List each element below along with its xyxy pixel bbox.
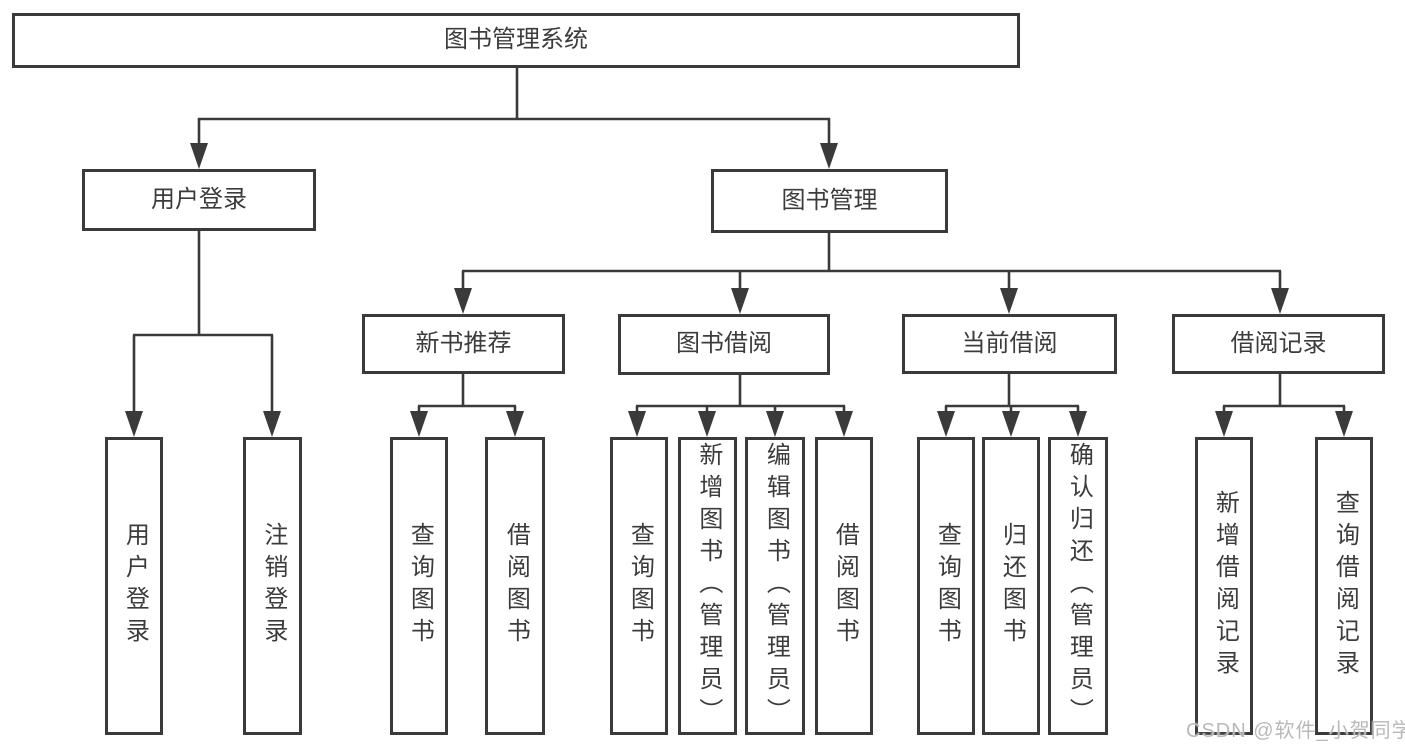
leaf-borrow-add-label: 新增图书（管理员） xyxy=(694,442,722,730)
leaf-borrow-add: 新增图书（管理员） xyxy=(678,437,737,735)
leaf-record-query: 查询借阅记录 xyxy=(1315,437,1373,735)
arrow-down-icon xyxy=(410,411,428,437)
node-new-book: 新书推荐 xyxy=(362,314,565,374)
node-book-borrow: 图书借阅 xyxy=(618,314,830,375)
node-current-borrow-label: 当前借阅 xyxy=(961,329,1058,357)
arrow-down-icon xyxy=(125,411,143,437)
node-user-login: 用户登录 xyxy=(82,169,316,231)
arrow-down-icon xyxy=(937,411,955,437)
leaf-record-add: 新增借阅记录 xyxy=(1195,437,1253,735)
node-book-mgmt: 图书管理 xyxy=(711,169,948,233)
leaf-logout: 注销登录 xyxy=(243,437,302,735)
leaf-record-query-label: 查询借阅记录 xyxy=(1331,490,1359,682)
node-current-borrow: 当前借阅 xyxy=(902,314,1117,374)
arrow-down-icon xyxy=(766,411,784,437)
leaf-user-login: 用户登录 xyxy=(105,437,163,735)
arrow-down-icon xyxy=(835,411,853,437)
node-book-mgmt-label: 图书管理 xyxy=(781,186,878,214)
leaf-borrow-edit: 编辑图书（管理员） xyxy=(745,437,805,735)
arrow-down-icon xyxy=(731,288,749,314)
node-borrow-record-label: 借阅记录 xyxy=(1230,329,1327,357)
leaf-borrow-edit-label: 编辑图书（管理员） xyxy=(762,442,790,730)
leaf-borrow-query-label: 查询图书 xyxy=(626,522,654,650)
node-borrow-record: 借阅记录 xyxy=(1172,314,1385,374)
leaf-user-login-label: 用户登录 xyxy=(121,522,149,650)
node-user-login-label: 用户登录 xyxy=(151,185,247,213)
arrow-down-icon xyxy=(1215,411,1233,437)
arrow-down-icon xyxy=(1000,288,1018,314)
leaf-current-query: 查询图书 xyxy=(917,437,975,735)
node-new-book-label: 新书推荐 xyxy=(415,329,512,357)
arrow-down-icon xyxy=(1335,411,1353,437)
arrow-down-icon xyxy=(190,143,208,169)
arrow-down-icon xyxy=(506,411,524,437)
leaf-newbook-query-label: 查询图书 xyxy=(406,522,434,650)
arrow-down-icon xyxy=(628,411,646,437)
arrow-down-icon xyxy=(454,288,472,314)
node-book-borrow-label: 图书借阅 xyxy=(676,330,772,358)
arrow-down-icon xyxy=(1271,288,1289,314)
leaf-current-return-label: 归还图书 xyxy=(998,522,1026,650)
arrow-down-icon xyxy=(1069,411,1087,437)
leaf-current-query-label: 查询图书 xyxy=(933,522,961,650)
leaf-current-confirm-label: 确认归还（管理员） xyxy=(1065,442,1093,730)
leaf-newbook-borrow-label: 借阅图书 xyxy=(502,522,530,650)
watermark: CSDN @软件_小贺同学 xyxy=(1186,720,1405,742)
leaf-borrow-borrow: 借阅图书 xyxy=(815,437,873,735)
arrow-down-icon xyxy=(820,143,838,169)
node-root-label: 图书管理系统 xyxy=(444,26,588,54)
leaf-current-confirm: 确认归还（管理员） xyxy=(1048,437,1108,735)
arrow-down-icon xyxy=(263,411,281,437)
arrow-down-icon xyxy=(1002,411,1020,437)
leaf-borrow-query: 查询图书 xyxy=(610,437,668,735)
leaf-newbook-query: 查询图书 xyxy=(390,437,448,735)
leaf-current-return: 归还图书 xyxy=(982,437,1040,735)
leaf-logout-label: 注销登录 xyxy=(259,522,287,650)
arrow-down-icon xyxy=(698,411,716,437)
leaf-newbook-borrow: 借阅图书 xyxy=(485,437,545,735)
node-root: 图书管理系统 xyxy=(12,13,1020,68)
leaf-borrow-borrow-label: 借阅图书 xyxy=(831,522,859,650)
leaf-record-add-label: 新增借阅记录 xyxy=(1211,490,1239,682)
